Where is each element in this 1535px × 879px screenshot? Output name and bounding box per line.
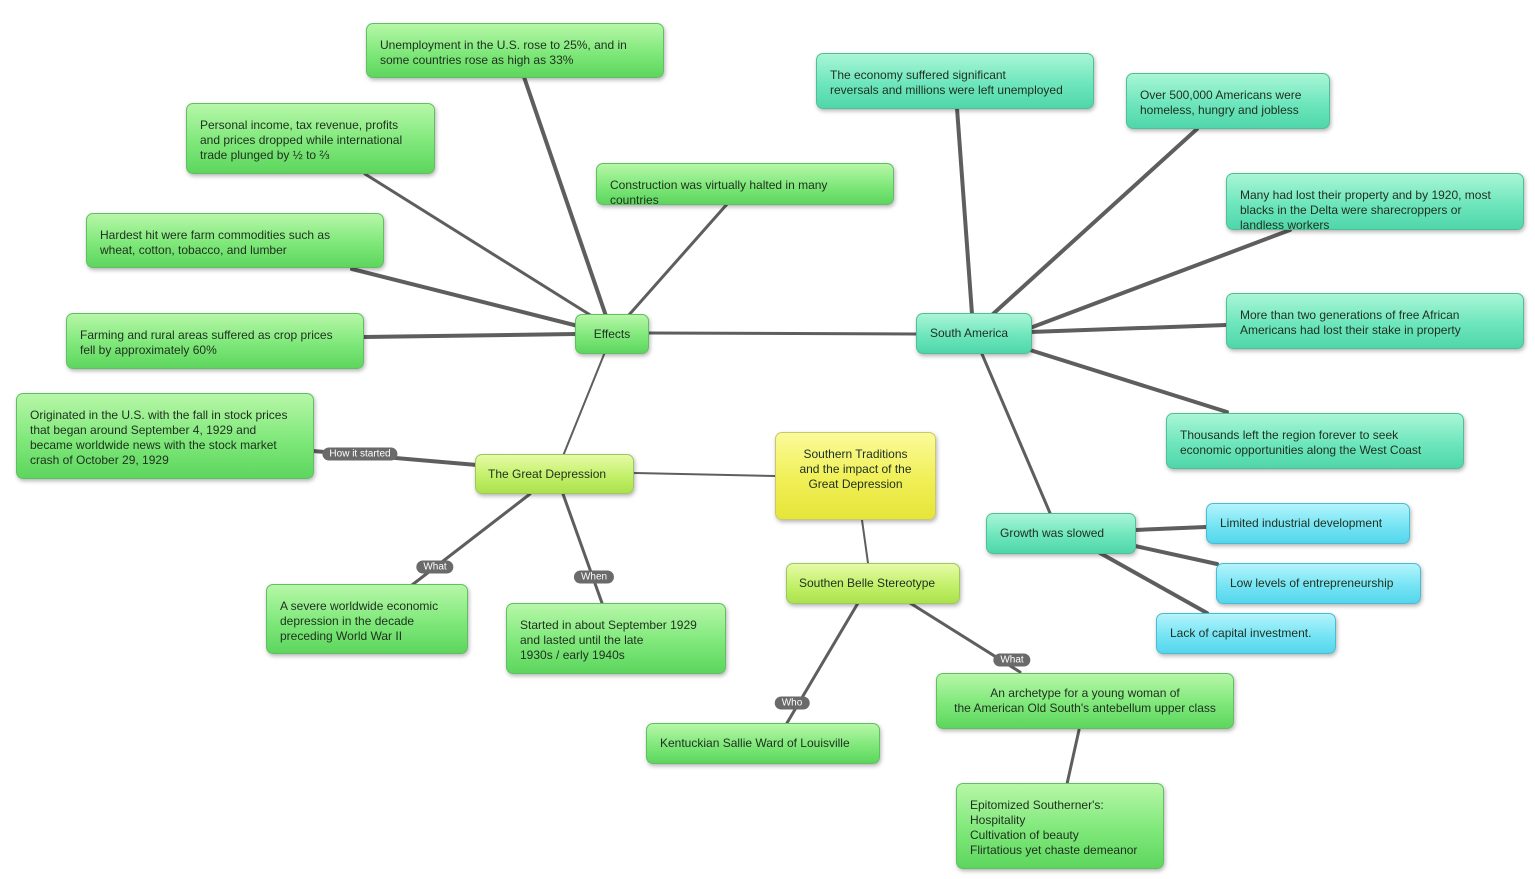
sa-item-text: Thousands left the region forever to see… (1180, 428, 1422, 457)
root-text: Southern Traditions and the impact of th… (799, 447, 912, 491)
south-america-title: South America (930, 326, 1009, 340)
sa-item-generations[interactable]: More than two generations of free Africa… (1226, 293, 1524, 349)
belle-title: Southen Belle Stereotype (799, 576, 936, 590)
how-it-started-text: Originated in the U.S. with the fall in … (30, 408, 288, 467)
root-node[interactable]: Southern Traditions and the impact of th… (775, 432, 936, 520)
gd-what-node[interactable]: A severe worldwide economic depression i… (266, 584, 468, 654)
effects-item-unemployment[interactable]: Unemployment in the U.S. rose to 25%, an… (366, 23, 664, 78)
belle-who-text: Kentuckian Sallie Ward of Louisville (660, 736, 850, 750)
effects-item-income[interactable]: Personal income, tax revenue, profits an… (186, 103, 435, 174)
growth-slowed-node[interactable]: Growth was slowed (986, 513, 1136, 554)
link-sa-s1 (955, 106, 974, 316)
link-effects-gd (562, 351, 606, 457)
great-depression-title: The Great Depression (488, 466, 607, 481)
link-root-belle (861, 519, 869, 564)
sa-item-text: The economy suffered significant reversa… (830, 68, 1063, 97)
effects-title: Effects (593, 326, 631, 341)
link-growth-g2 (1133, 544, 1219, 566)
south-america-node[interactable]: South America (916, 313, 1032, 354)
belle-node[interactable]: Southen Belle Stereotype (786, 563, 960, 604)
effects-item-text: Personal income, tax revenue, profits an… (200, 118, 403, 162)
link-effects-e3 (626, 201, 730, 318)
link-effects-sa (646, 331, 918, 336)
label-gd-what: What (416, 560, 454, 574)
link-effects-e4 (350, 267, 580, 328)
effects-item-text: Hardest hit were farm commodities such a… (100, 228, 331, 257)
growth-item-text: Limited industrial development (1220, 516, 1383, 530)
sa-item-economy[interactable]: The economy suffered significant reversa… (816, 53, 1094, 109)
sa-item-text: More than two generations of free Africa… (1240, 308, 1461, 337)
link-sa-s3 (1028, 228, 1292, 330)
effects-item-farm-commodities[interactable]: Hardest hit were farm commodities such a… (86, 213, 384, 268)
effects-item-rural[interactable]: Farming and rural areas suffered as crop… (66, 313, 364, 369)
label-belle-who: Who (774, 696, 810, 710)
link-what-epit (1065, 728, 1081, 786)
effects-item-text: Construction was virtually halted in man… (610, 178, 828, 207)
link-effects-e2 (363, 172, 597, 320)
link-sa-growth (980, 352, 1052, 515)
belle-who-node[interactable]: Kentuckian Sallie Ward of Louisville (646, 723, 880, 764)
gd-when-node[interactable]: Started in about September 1929 and last… (506, 603, 726, 674)
sa-item-west-coast[interactable]: Thousands left the region forever to see… (1166, 413, 1464, 469)
link-sa-s5 (1028, 348, 1229, 414)
effects-node[interactable]: Effects (575, 314, 649, 354)
link-sa-s4 (1028, 323, 1228, 334)
epitomized-node[interactable]: Epitomized Southerner's: Hospitality Cul… (956, 783, 1164, 869)
sa-item-homeless[interactable]: Over 500,000 Americans were homeless, hu… (1126, 73, 1330, 129)
label-gd-when: When (573, 570, 615, 584)
sa-item-text: Over 500,000 Americans were homeless, hu… (1140, 88, 1302, 117)
link-growth-g1 (1133, 525, 1208, 532)
belle-what-text: An archetype for a young woman of the Am… (954, 686, 1216, 715)
gd-when-text: Started in about September 1929 and last… (520, 618, 697, 662)
link-effects-e1 (522, 75, 608, 318)
link-gd-root (632, 472, 776, 477)
link-sa-s2 (991, 127, 1199, 316)
belle-what-node[interactable]: An archetype for a young woman of the Am… (936, 673, 1234, 729)
sa-item-property[interactable]: Many had lost their property and by 1920… (1226, 173, 1524, 232)
epitomized-text: Epitomized Southerner's: Hospitality Cul… (970, 798, 1138, 857)
growth-item-text: Low levels of entrepreneurship (1230, 576, 1394, 590)
effects-item-construction[interactable]: Construction was virtually halted in man… (596, 163, 894, 207)
label-belle-what: What (993, 653, 1031, 667)
link-gd-when (561, 492, 604, 605)
link-growth-g3 (1098, 551, 1209, 615)
sa-item-text: Many had lost their property and by 1920… (1240, 188, 1491, 232)
effects-item-text: Farming and rural areas suffered as crop… (80, 328, 333, 357)
great-depression-node[interactable]: The Great Depression (475, 454, 634, 494)
link-effects-e5 (361, 332, 578, 339)
effects-item-text: Unemployment in the U.S. rose to 25%, an… (380, 38, 627, 67)
label-how-it-started: How it started (322, 447, 398, 461)
growth-item-entrepreneurship[interactable]: Low levels of entrepreneurship (1216, 563, 1421, 604)
how-it-started-node[interactable]: Originated in the U.S. with the fall in … (16, 393, 314, 479)
growth-item-industrial[interactable]: Limited industrial development (1206, 503, 1410, 544)
growth-slowed-title: Growth was slowed (1000, 526, 1105, 540)
growth-item-capital[interactable]: Lack of capital investment. (1156, 613, 1336, 654)
growth-item-text: Lack of capital investment. (1170, 626, 1312, 640)
gd-what-text: A severe worldwide economic depression i… (280, 599, 439, 643)
